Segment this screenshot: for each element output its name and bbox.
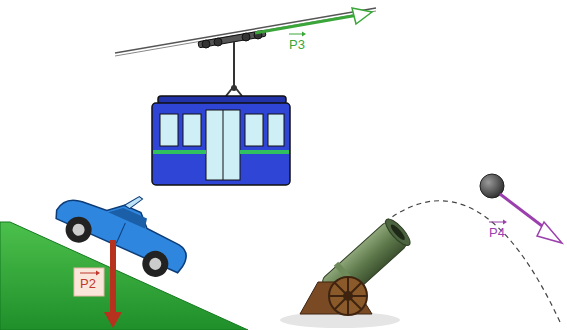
force-arrow-p2	[74, 240, 122, 328]
force-label: P3	[289, 37, 305, 52]
cable-car-cabin	[152, 96, 290, 185]
force-label: P2	[80, 276, 96, 291]
force-arrow-p3	[255, 8, 372, 37]
hanger	[226, 42, 242, 96]
cannon	[280, 215, 414, 328]
car	[48, 168, 202, 286]
force-label: P4	[489, 225, 505, 240]
cable	[115, 8, 376, 56]
force-arrow-p4	[489, 194, 562, 243]
